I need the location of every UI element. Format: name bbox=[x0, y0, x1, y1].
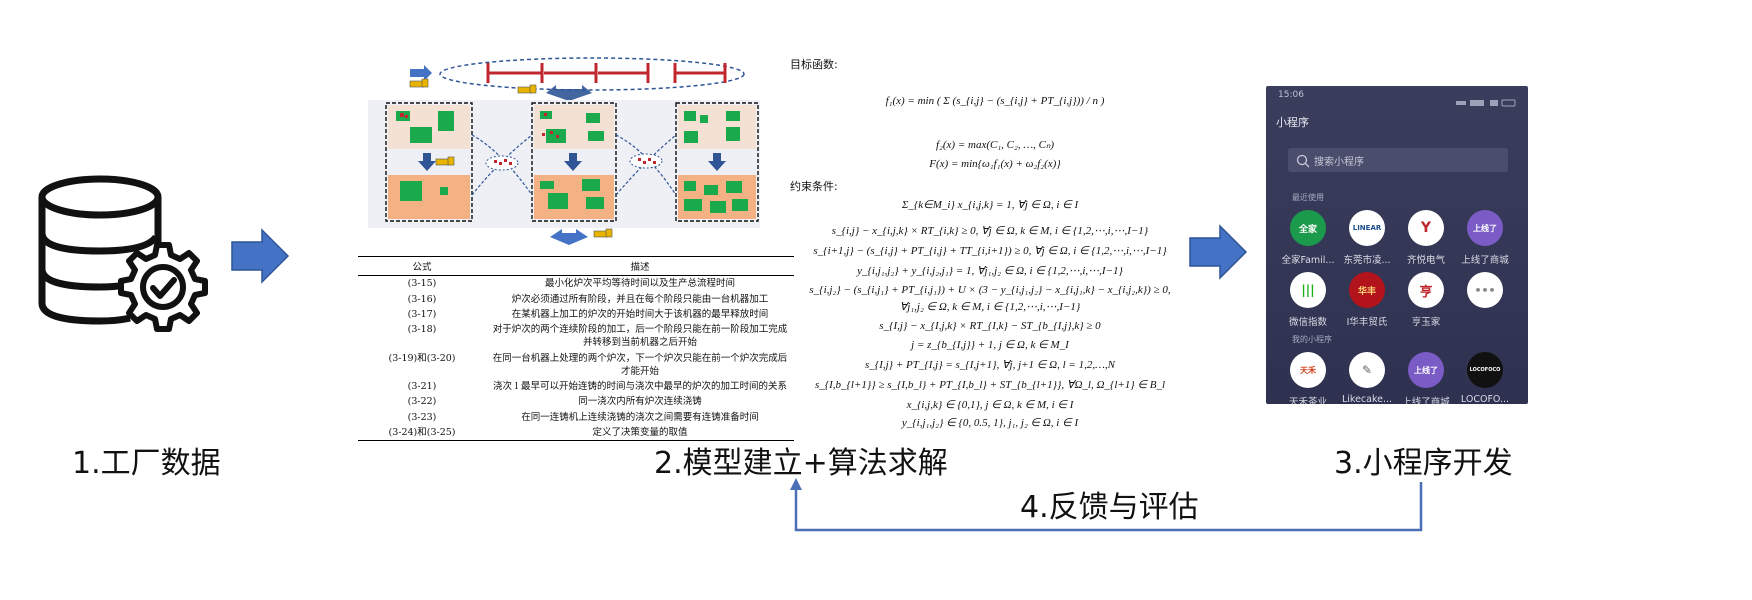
search-icon bbox=[1296, 153, 1310, 172]
constraint-8: j = z_{b_{I,j}} + 1, j ∈ Ω, k ∈ M_I bbox=[911, 339, 1069, 351]
constraint-2: s_{i,j} − x_{i,j,k} × RT_{i,k} ≥ 0, ∀j ∈… bbox=[831, 225, 1149, 237]
table-row: (3-21)浇次 l 最早可以开始连铸的时间与浇次中最早的炉次的加工时间的关系 bbox=[407, 381, 788, 393]
phone-title: 小程序 bbox=[1276, 116, 1309, 129]
constraint-10: s_{I,b_{l+1}} ≥ s_{I,b_l} + PT_{I,b_l} +… bbox=[814, 379, 1166, 391]
table-row: (3-17)在某机器上加工的炉次的开始时间大于该机器的最早释放时间 bbox=[407, 308, 769, 320]
step-4-label: 4.反馈与评估 bbox=[1020, 490, 1199, 525]
constraint-label: 约束条件: bbox=[790, 180, 838, 193]
table-row: (3-23)在同一连铸机上连续浇铸的浇次之间需要有连铸准备时间 bbox=[407, 411, 759, 423]
table-header-formula: 公式 bbox=[358, 256, 486, 276]
constraint-11: x_{i,j,k} ∈ {0,1}, j ∈ Ω, k ∈ M, i ∈ I bbox=[906, 399, 1074, 411]
app-icon: 华丰 bbox=[1349, 272, 1385, 308]
constraint-6: ∀j₁,j₂ ∈ Ω, k ∈ M, i ∈ {1,2,⋯,i,⋯,I−1} bbox=[899, 301, 1081, 313]
app-item[interactable]: 全家 全家Famil... bbox=[1272, 210, 1344, 266]
app-icon: 上线了 bbox=[1408, 352, 1444, 388]
objective-f2: f₂(x) = max(C₁, C₂, …, Cₙ) bbox=[936, 139, 1054, 151]
app-item[interactable]: ||| 微信指数 bbox=[1272, 272, 1344, 328]
more-apps-button[interactable]: ••• bbox=[1449, 272, 1521, 314]
app-icon: 全家 bbox=[1290, 210, 1326, 246]
constraint-table: 公式 描述 (3-15)最小化炉次平均等待时间以及生产总流程时间 (3-16)炉… bbox=[358, 256, 794, 442]
step-3-label: 3.小程序开发 bbox=[1334, 446, 1513, 481]
search-placeholder: 搜索小程序 bbox=[1314, 157, 1364, 168]
step-2-label: 2.模型建立+算法求解 bbox=[654, 446, 948, 481]
app-icon: ✎ bbox=[1349, 352, 1385, 388]
table-row: (3-24)和(3-25)定义了决策变量的取值 bbox=[358, 425, 794, 442]
objective-label: 目标函数: bbox=[790, 58, 838, 71]
app-item[interactable]: LOCOFOCO LOCOFO... bbox=[1449, 352, 1521, 404]
app-item[interactable]: 亨 亨玉家 bbox=[1390, 272, 1462, 328]
app-icon: LOCOFOCO bbox=[1467, 352, 1503, 388]
feedback-loop-arrow bbox=[780, 470, 1440, 544]
constraint-5: s_{i,j₂} − (s_{i,j₁} + PT_{i,j₁}) + U × … bbox=[809, 284, 1171, 296]
table-row: (3-18)对于炉次的两个连续阶段的加工，后一个阶段只能在前一阶段加工完成并转移… bbox=[407, 324, 788, 349]
constraint-3: s_{i+1,j} − (s_{i,j} + PT_{i,j} + TT_{i,… bbox=[813, 245, 1167, 257]
app-icon: 亨 bbox=[1408, 272, 1444, 308]
app-icon: 上线了 bbox=[1467, 210, 1503, 246]
app-item[interactable]: ✎ Likecake... bbox=[1331, 352, 1403, 404]
scheduling-diagram: … bbox=[360, 55, 780, 250]
step-1-label: 1.工厂数据 bbox=[72, 446, 221, 481]
status-icons bbox=[1456, 92, 1516, 107]
table-row: (3-16)炉次必须通过所有阶段，并且在每个阶段只能由一台机器加工 bbox=[407, 293, 769, 305]
constraint-12: y_{i,j₁,j₂} ∈ {0, 0.5, 1}, j₁, j₂ ∈ Ω, i… bbox=[901, 417, 1079, 429]
constraint-4: y_{i,j₁,j₂} + y_{i,j₂,j₁} = 1, ∀j₁,j₂ ∈ … bbox=[857, 265, 1123, 277]
app-icon: LINEAR bbox=[1349, 210, 1385, 246]
more-icon: ••• bbox=[1467, 272, 1503, 308]
constraint-7: s_{I,j} − x_{I,j,k} × RT_{I,k} − ST_{b_{… bbox=[879, 320, 1101, 332]
table-row: (3-22)同一浇次内所有炉次连续浇铸 bbox=[407, 396, 702, 408]
constraint-1: Σ_{k∈M_i} x_{i,j,k} = 1, ∀j ∈ Ω, i ∈ I bbox=[901, 199, 1079, 211]
table-row: (3-15)最小化炉次平均等待时间以及生产总流程时间 bbox=[407, 278, 735, 290]
app-icon: ||| bbox=[1290, 272, 1326, 308]
constraint-9: s_{I,j} + PT_{I,j} = s_{I,j+1}, ∀j, j+1 … bbox=[865, 359, 1115, 371]
app-icon: Y bbox=[1408, 210, 1444, 246]
search-box[interactable]: 搜索小程序 bbox=[1288, 148, 1508, 172]
app-item[interactable]: 上线了 上线了商城 bbox=[1449, 210, 1521, 266]
recent-label: 最近使用 bbox=[1292, 193, 1324, 202]
app-item[interactable]: LINEAR 东莞市凌... bbox=[1331, 210, 1403, 266]
objective-f1: f₁(x) = min ( Σ (s_{i,j} − (s_{i,j} + PT… bbox=[885, 95, 1105, 107]
app-item[interactable]: 上线了 上线了商城 bbox=[1390, 352, 1462, 404]
status-time: 15:06 bbox=[1278, 90, 1304, 100]
table-header-description: 描述 bbox=[486, 256, 794, 276]
app-icon: 天禾 bbox=[1290, 352, 1326, 388]
database-icon bbox=[38, 175, 218, 335]
mini-program-screen: 15:06 小程序 搜索小程序 最近使用 全家 全家Famil... LINEA… bbox=[1266, 86, 1528, 404]
flow-arrow-1 bbox=[230, 228, 290, 288]
table-row: (3-19)和(3-20)在同一台机器上处理的两个炉次，下一个炉次只能在前一个炉… bbox=[388, 352, 788, 377]
flow-arrow-2 bbox=[1188, 224, 1248, 284]
objective-f: F(x) = min{ω₁f₁(x) + ω₂f₂(x)} bbox=[929, 158, 1061, 170]
my-apps-label: 我的小程序 bbox=[1292, 335, 1332, 344]
app-item[interactable]: Y 齐悦电气 bbox=[1390, 210, 1462, 266]
app-item[interactable]: 华丰 I华丰贸氏 bbox=[1331, 272, 1403, 328]
app-item[interactable]: 天禾 天禾茶业 bbox=[1272, 352, 1344, 404]
